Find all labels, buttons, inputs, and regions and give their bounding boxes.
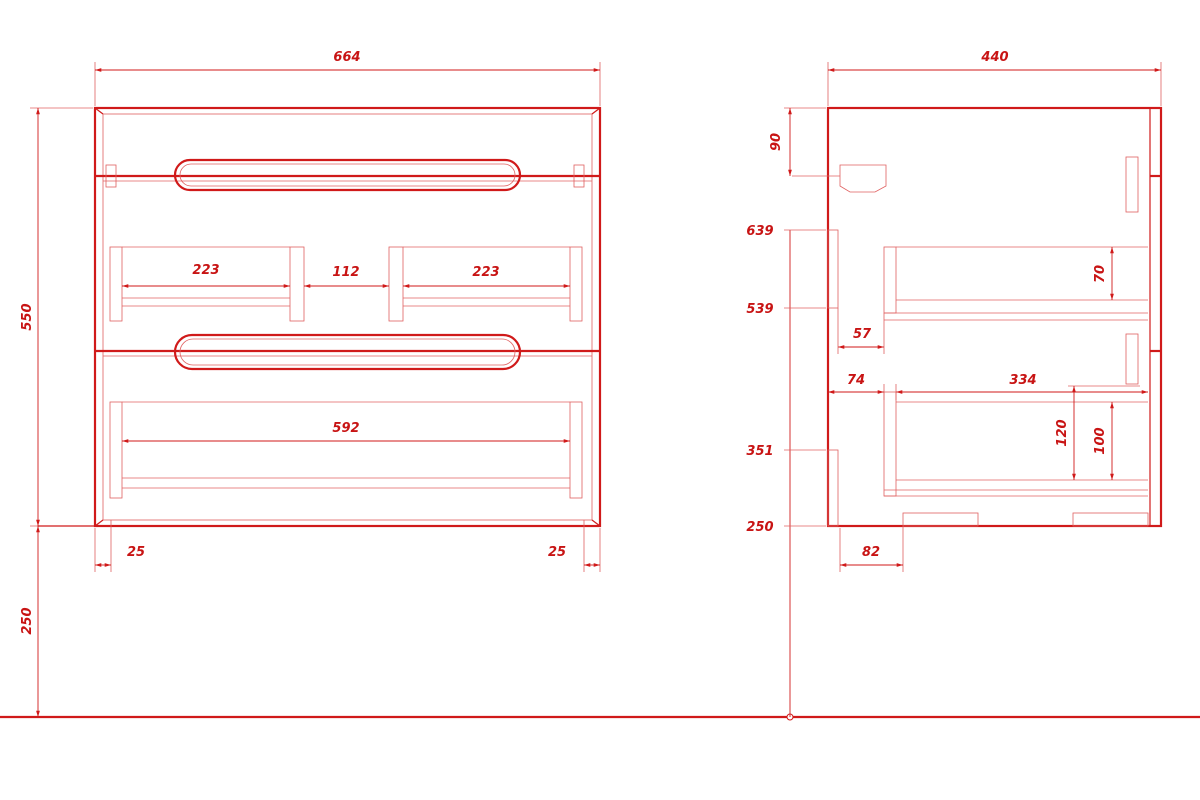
- front-view: 664 550 250 223 112 223 592: [20, 50, 602, 717]
- label-drawer-depth: 334: [1009, 373, 1036, 388]
- dim-lower-drawer-heights: 120 100: [1055, 386, 1114, 480]
- label-lower-height-100: 100: [1093, 427, 1108, 454]
- front-carcass: [93, 106, 602, 528]
- label-level-250: 250: [746, 520, 773, 535]
- dim-upper-drawer-height: 70: [1093, 247, 1114, 300]
- side-carcass: [792, 106, 1163, 528]
- dim-wall-height: 250: [20, 525, 95, 717]
- side-upper-drawer: [883, 246, 1148, 321]
- dim-upper-drawers: 223 112 223: [122, 263, 570, 288]
- label-drawer-right: 223: [472, 265, 499, 280]
- dim-overall-height: 550: [20, 107, 93, 527]
- label-level-351: 351: [746, 444, 773, 459]
- side-lower-drawer: [883, 385, 1148, 497]
- dim-top-offset: 90: [769, 107, 826, 176]
- dim-side-thickness: 25 25: [94, 520, 601, 572]
- label-lower-height-120: 120: [1055, 419, 1070, 446]
- dim-overall-width: 664: [94, 50, 601, 106]
- dim-foot-offset: 82: [839, 526, 904, 572]
- side-view: 440 90 639 539 351 250 70: [746, 50, 1163, 717]
- label-drawer-left: 223: [192, 263, 219, 278]
- label-depth: 440: [980, 50, 1008, 65]
- label-overall-height: 550: [20, 303, 35, 330]
- label-side-right: 25: [548, 545, 566, 560]
- label-setback-57: 57: [853, 327, 872, 342]
- label-foot-offset: 82: [862, 545, 880, 560]
- dim-lower-drawer: 592: [122, 421, 570, 443]
- label-top-offset: 90: [769, 133, 784, 151]
- front-handle-upper: [173, 158, 522, 192]
- front-lower-drawer: [109, 401, 583, 499]
- label-level-639: 639: [746, 224, 773, 239]
- front-upper-drawers: [109, 246, 583, 322]
- dim-depth: 440: [827, 50, 1162, 106]
- label-wall-height: 250: [20, 607, 35, 634]
- dim-setback-57: 57: [837, 308, 885, 354]
- label-upper-drawer-height: 70: [1093, 265, 1108, 283]
- label-drawer-gap: 112: [332, 265, 359, 280]
- label-level-539: 539: [746, 302, 773, 317]
- label-lower-drawer: 592: [332, 421, 359, 436]
- label-side-left: 25: [127, 545, 145, 560]
- dim-setback-74-depth-334: 74 334: [828, 373, 1148, 400]
- floor-line: [0, 713, 1200, 721]
- dim-levels: 639 539 351 250: [746, 224, 826, 717]
- label-overall-width: 664: [333, 50, 360, 65]
- front-handle-lower: [173, 333, 522, 371]
- label-setback-74: 74: [847, 373, 865, 388]
